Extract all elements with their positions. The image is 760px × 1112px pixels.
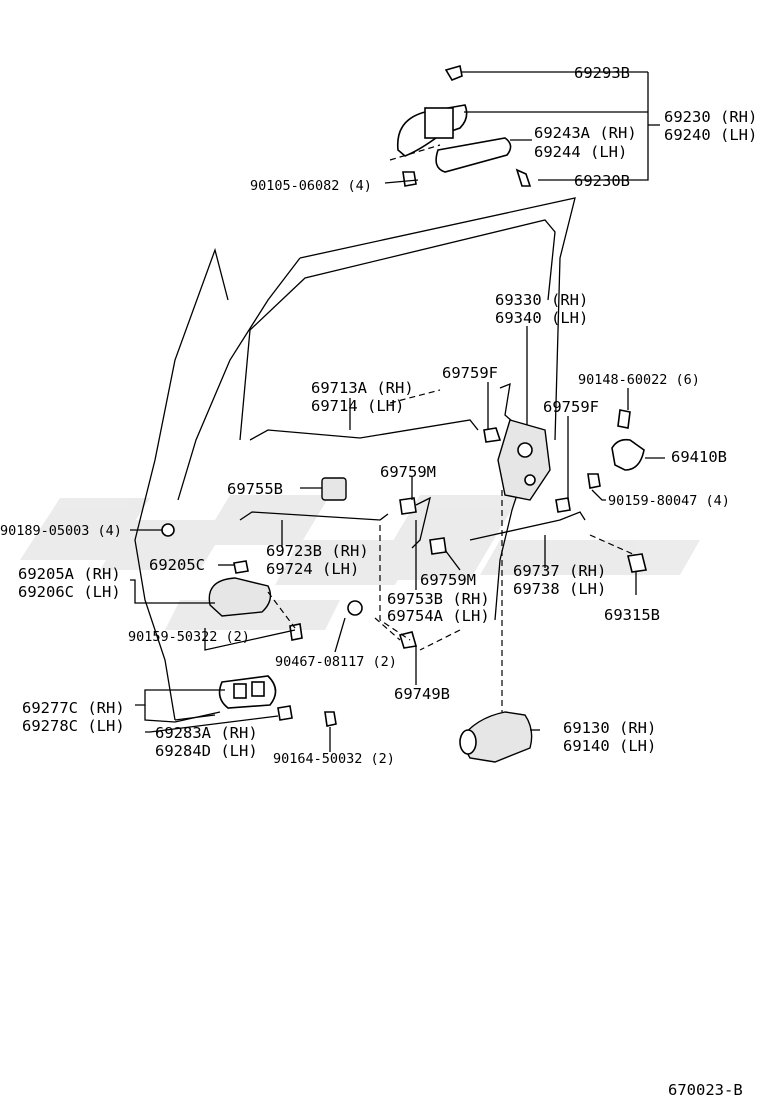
label-90105: 90105-06082 (4) — [250, 178, 372, 194]
label-69759M-upper: 69759M — [380, 463, 436, 481]
handle-pad — [435, 137, 512, 173]
label-69723B: 69723B (RH) — [266, 542, 369, 560]
label-69130: 69130 (RH) — [563, 719, 656, 737]
label-69737: 69737 (RH) — [513, 562, 606, 580]
callout-labels: 69293B 69230 (RH) 69240 (LH) 69243A (RH)… — [0, 64, 757, 767]
clip-69205C — [233, 560, 249, 574]
small-parts — [161, 409, 647, 727]
screw-90159-80047 — [587, 473, 601, 489]
label-69330: 69330 (RH) — [495, 291, 588, 309]
label-69205C: 69205C — [149, 556, 205, 574]
label-90164: 90164-50032 (2) — [273, 751, 395, 767]
cap-69283A — [277, 705, 293, 721]
label-90159-50322: 90159-50322 (2) — [128, 629, 250, 645]
label-69206C: 69206C (LH) — [18, 583, 121, 601]
label-69755B: 69755B — [227, 480, 283, 498]
label-90159-80047: 90159-80047 (4) — [608, 493, 730, 509]
label-90148: 90148-60022 (6) — [578, 372, 700, 388]
label-69293B: 69293B — [574, 64, 630, 82]
label-69759M-lower: 69759M — [420, 571, 476, 589]
label-69140: 69140 (LH) — [563, 737, 656, 755]
cushion-69755B — [321, 477, 347, 501]
clip-69759M-b — [429, 537, 447, 555]
leader-lines — [130, 71, 665, 752]
label-69244: 69244 (LH) — [534, 143, 627, 161]
striker-69410B — [611, 438, 645, 471]
handle-bracket — [424, 107, 454, 139]
nut-90467 — [347, 600, 363, 616]
screw-90148 — [617, 409, 631, 429]
label-69240: 69240 (LH) — [664, 126, 757, 144]
label-69713A: 69713A (RH) — [311, 379, 414, 397]
label-69284D: 69284D (LH) — [155, 742, 258, 760]
label-69243A: 69243A (RH) — [534, 124, 637, 142]
label-69230B: 69230B — [574, 172, 630, 190]
label-69738: 69738 (LH) — [513, 580, 606, 598]
clip-69293B — [444, 64, 463, 81]
label-69759F-upper: 69759F — [442, 364, 498, 382]
label-90467: 90467-08117 (2) — [275, 654, 397, 670]
label-69283A: 69283A (RH) — [155, 724, 258, 742]
door-lock-assembly — [497, 419, 551, 501]
door-frame-outline — [134, 197, 576, 721]
label-69753B: 69753B (RH) — [387, 590, 490, 608]
screw-69230B — [515, 168, 532, 187]
label-69759F-right: 69759F — [543, 398, 599, 416]
label-69277C: 69277C (RH) — [22, 699, 125, 717]
screw-90159-50322 — [289, 623, 303, 641]
label-69714: 69714 (LH) — [311, 397, 404, 415]
clip-69759F — [555, 497, 571, 513]
label-69205A: 69205A (RH) — [18, 565, 121, 583]
label-69315B: 69315B — [604, 606, 660, 624]
label-90189: 90189-05003 (4) — [0, 523, 122, 539]
label-69749B: 69749B — [394, 685, 450, 703]
screw-90164 — [324, 711, 337, 727]
label-69230: 69230 (RH) — [664, 108, 757, 126]
bolt-90105 — [402, 171, 417, 187]
clip-90189 — [161, 523, 175, 537]
clip-69759M — [399, 497, 417, 515]
outside-handle-assembly — [389, 64, 532, 187]
label-69340: 69340 (LH) — [495, 309, 588, 327]
label-69724: 69724 (LH) — [266, 560, 359, 578]
lock-cylinder-assembly — [459, 711, 533, 763]
diagram-code: 670023-B — [668, 1081, 743, 1099]
label-69278C: 69278C (LH) — [22, 717, 125, 735]
inside-handle-assembly — [208, 577, 277, 709]
inside-handle — [208, 577, 272, 617]
label-69754A: 69754A (LH) — [387, 607, 490, 625]
label-69410B: 69410B — [671, 448, 727, 466]
clip-69315B — [627, 553, 647, 573]
handle-bezel — [218, 675, 277, 709]
